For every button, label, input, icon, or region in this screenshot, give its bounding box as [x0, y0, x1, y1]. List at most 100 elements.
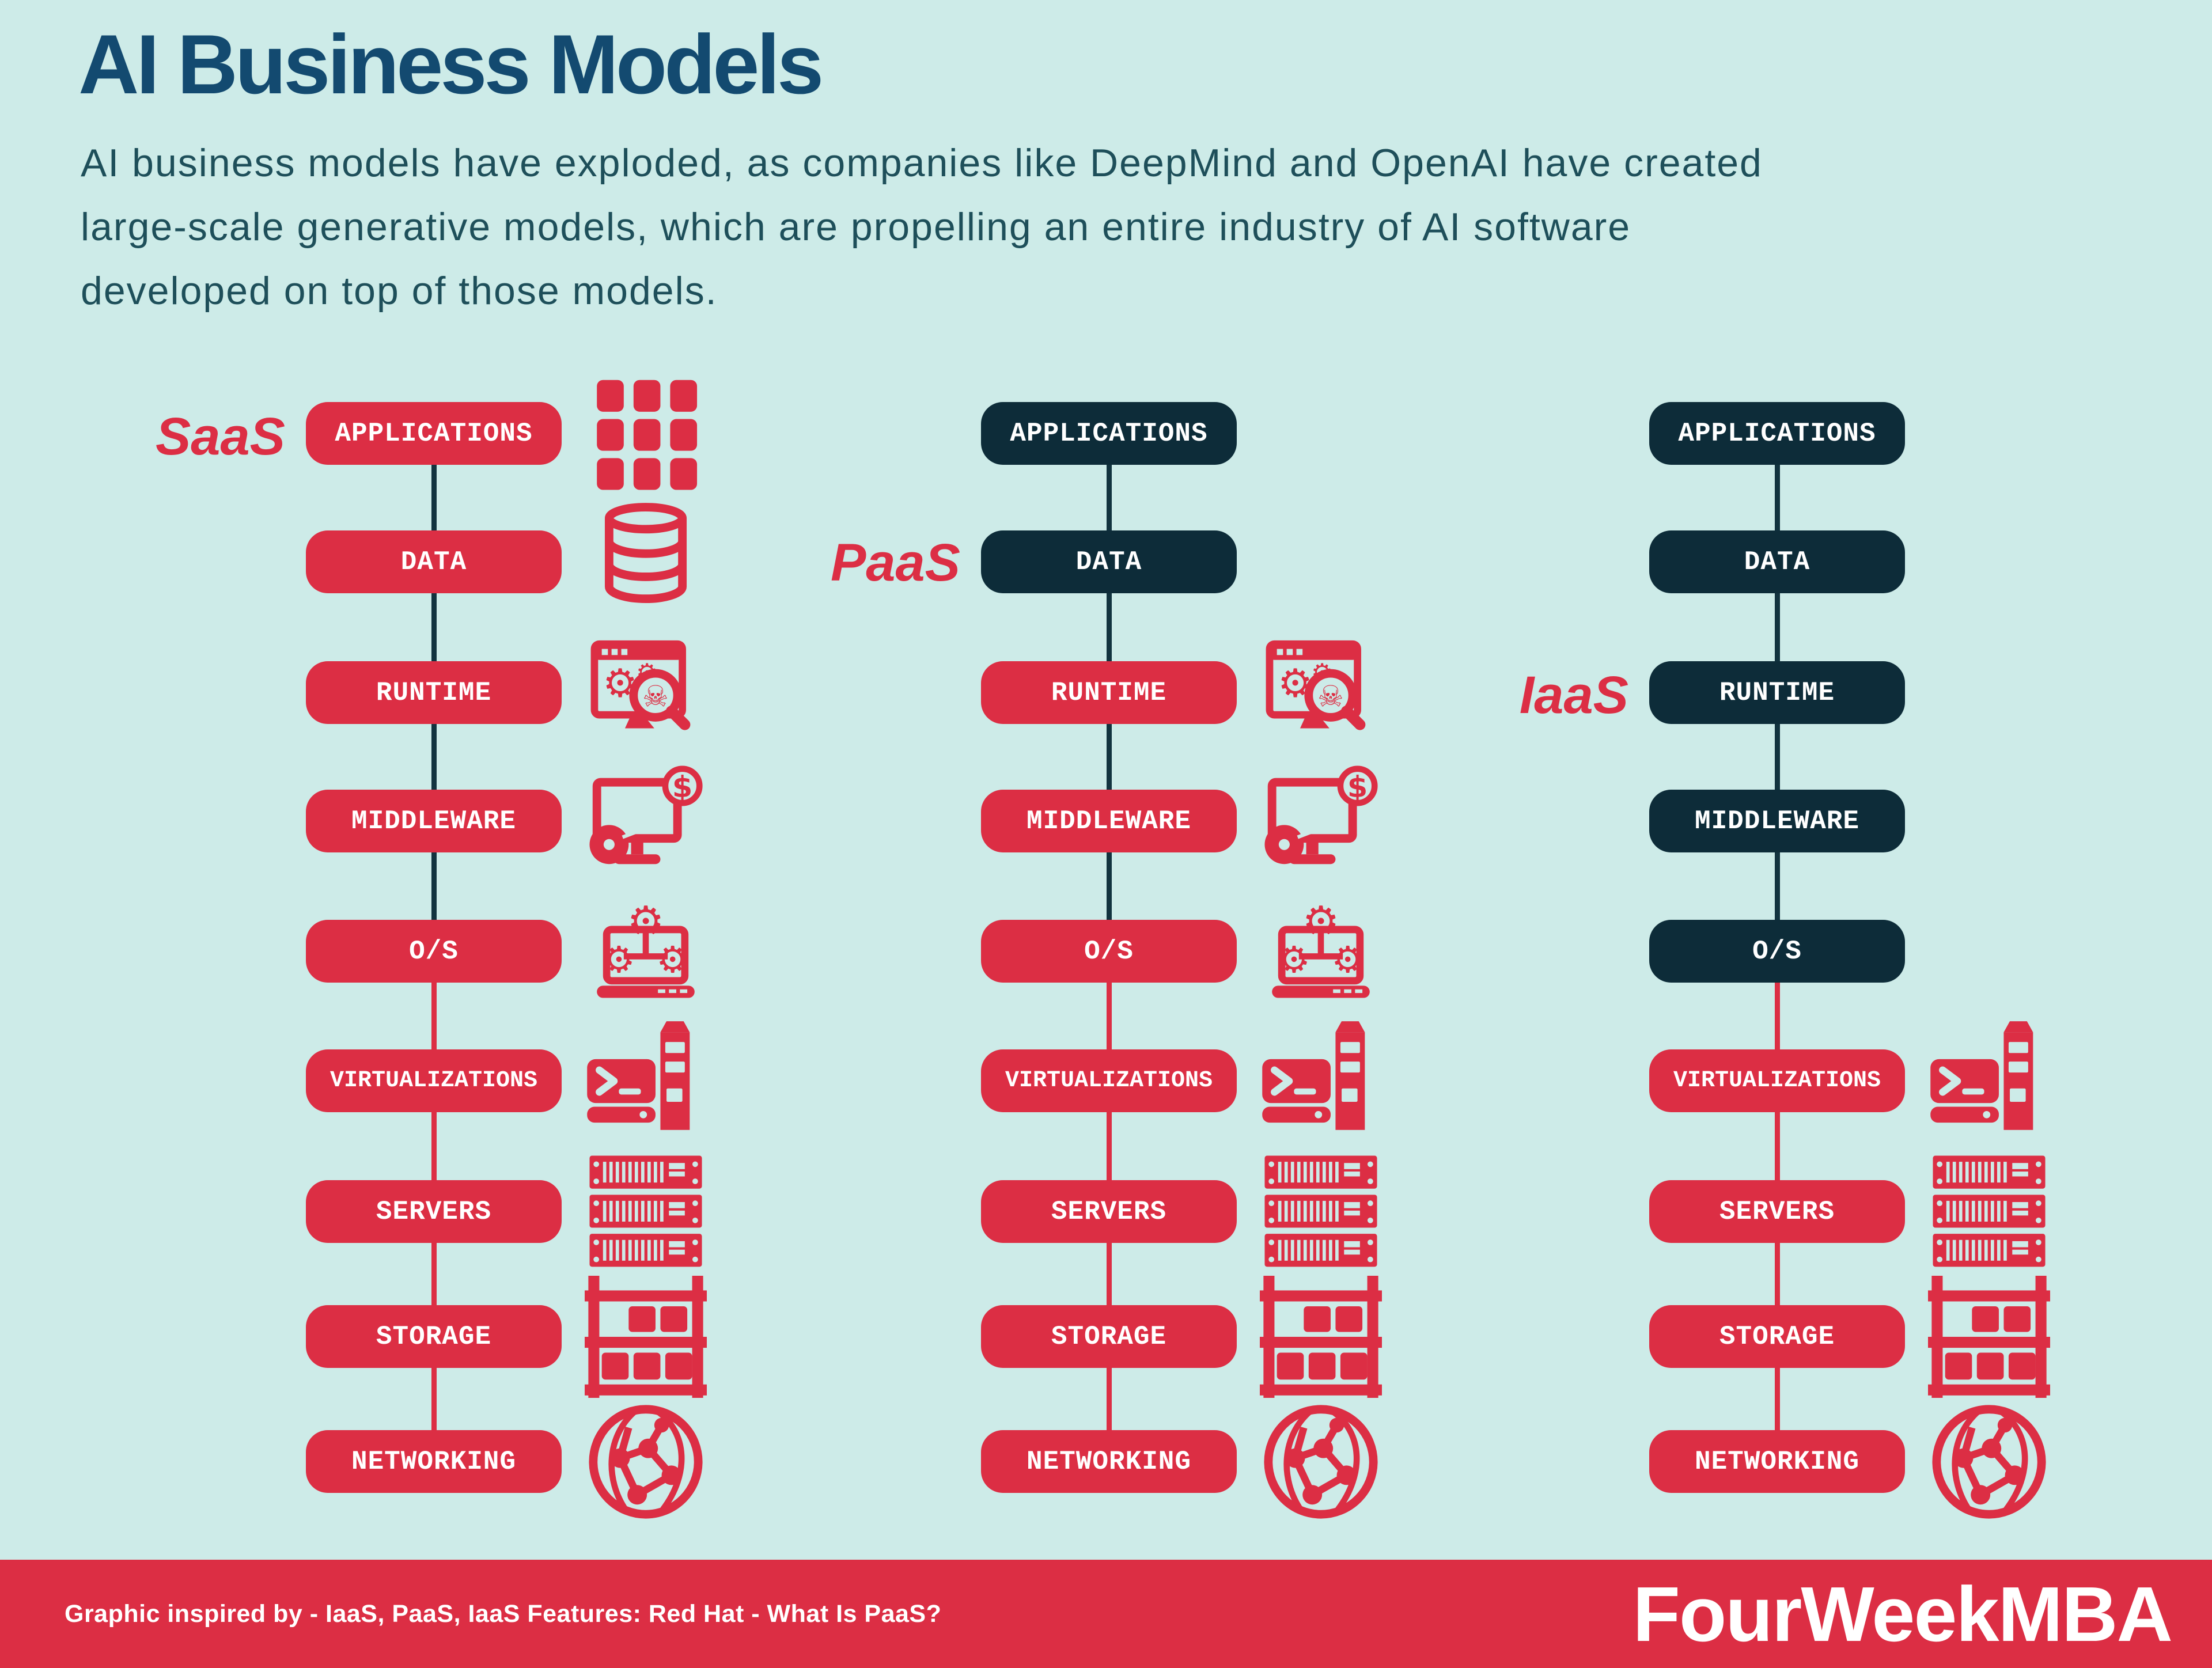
stack-connector	[1106, 722, 1112, 792]
layer-pill-label: MIDDLEWARE	[351, 806, 517, 836]
svg-text:⚙: ⚙	[1278, 938, 1310, 981]
layer-pill-label: MIDDLEWARE	[1694, 806, 1860, 836]
network-globe-icon	[585, 1401, 707, 1523]
stack-label-paas: PaaS	[830, 533, 960, 592]
footer-bar: Graphic inspired by - IaaS, PaaS, IaaS F…	[0, 1560, 2212, 1668]
layer-pill-label: RUNTIME	[1051, 677, 1167, 708]
server-racks-icon	[585, 1151, 707, 1273]
layer-pill-label: NETWORKING	[1026, 1446, 1192, 1477]
layer-pill-o-s: O/S	[981, 920, 1237, 983]
layer-pill-runtime: RUNTIME	[981, 661, 1237, 724]
database-icon	[585, 501, 707, 623]
layer-pill-data: DATA	[306, 530, 562, 593]
layer-pill-middleware: MIDDLEWARE	[1649, 790, 1905, 852]
layer-pill-servers: SERVERS	[306, 1180, 562, 1243]
stack-connector	[1774, 1110, 1780, 1182]
stack-connector	[1106, 463, 1112, 533]
layer-pill-applications: APPLICATIONS	[1649, 402, 1905, 465]
svg-text:⚙: ⚙	[656, 938, 689, 981]
layer-pill-label: VIRTUALIZATIONS	[329, 1068, 538, 1094]
stack-connector	[431, 850, 437, 922]
stack-connector	[1106, 591, 1112, 664]
terminal-tower-icon	[585, 1020, 707, 1142]
terminal-tower-icon	[1928, 1020, 2050, 1142]
storage-shelf-icon	[1928, 1276, 2050, 1398]
stack-connector	[1774, 722, 1780, 792]
stack-connector	[1774, 1241, 1780, 1307]
laptop-gears-icon: ⚙⚙⚙	[585, 890, 707, 1013]
svg-text:$: $	[672, 770, 692, 804]
layer-pill-label: STORAGE	[1719, 1321, 1835, 1352]
svg-text:☠: ☠	[642, 679, 669, 713]
layer-pill-networking: NETWORKING	[306, 1430, 562, 1493]
network-globe-icon	[1260, 1401, 1382, 1523]
stack-connector	[1106, 1241, 1112, 1307]
stack-connector	[431, 1241, 437, 1307]
layer-pill-runtime: RUNTIME	[306, 661, 562, 724]
stack-connector	[1774, 850, 1780, 922]
layer-pill-label: MIDDLEWARE	[1026, 806, 1192, 836]
storage-shelf-icon	[585, 1276, 707, 1398]
stack-connector	[431, 722, 437, 792]
layer-pill-storage: STORAGE	[306, 1305, 562, 1368]
stack-connector	[1774, 980, 1780, 1052]
stack-connector	[1774, 1366, 1780, 1432]
stack-connector	[1106, 1110, 1112, 1182]
layer-pill-label: VIRTUALIZATIONS	[1673, 1068, 1881, 1094]
layer-pill-applications: APPLICATIONS	[306, 402, 562, 465]
stack-connector	[1106, 1366, 1112, 1432]
layer-pill-label: APPLICATIONS	[1010, 418, 1208, 449]
layer-pill-label: SERVERS	[1051, 1196, 1167, 1227]
layer-pill-networking: NETWORKING	[981, 1430, 1237, 1493]
stack-connector	[431, 463, 437, 533]
subtitle-line-1: AI business models have exploded, as com…	[81, 141, 1763, 185]
layer-pill-storage: STORAGE	[981, 1305, 1237, 1368]
layer-pill-o-s: O/S	[306, 920, 562, 983]
layer-pill-label: SERVERS	[1719, 1196, 1835, 1227]
layer-pill-applications: APPLICATIONS	[981, 402, 1237, 465]
layer-pill-servers: SERVERS	[981, 1180, 1237, 1243]
stack-connector	[431, 591, 437, 664]
svg-text:⚙: ⚙	[1302, 897, 1340, 945]
layer-pill-o-s: O/S	[1649, 920, 1905, 983]
layer-pill-label: SERVERS	[376, 1196, 492, 1227]
svg-text:⚙: ⚙	[627, 897, 665, 945]
stack-connector	[1106, 980, 1112, 1052]
page-title: AI Business Models	[78, 17, 824, 111]
monitor-dollar-icon: $	[585, 760, 707, 882]
layer-pill-label: STORAGE	[1051, 1321, 1167, 1352]
layer-pill-label: RUNTIME	[376, 677, 492, 708]
storage-shelf-icon	[1260, 1276, 1382, 1398]
layer-pill-virtualizations: VIRTUALIZATIONS	[1649, 1049, 1905, 1112]
server-racks-icon	[1260, 1151, 1382, 1273]
stack-connector	[1106, 850, 1112, 922]
apps-grid-icon	[585, 373, 707, 495]
layer-pill-label: STORAGE	[376, 1321, 492, 1352]
brand-logo: FourWeekMBA	[1633, 1570, 2173, 1658]
layer-pill-label: O/S	[409, 936, 459, 966]
layer-pill-networking: NETWORKING	[1649, 1430, 1905, 1493]
svg-text:⚙: ⚙	[603, 938, 635, 981]
layer-pill-label: NETWORKING	[351, 1446, 517, 1477]
layer-pill-label: NETWORKING	[1694, 1446, 1860, 1477]
stack-connector	[1774, 463, 1780, 533]
subtitle-line-2: large-scale generative models, which are…	[81, 205, 1631, 249]
svg-text:$: $	[1347, 770, 1368, 804]
layer-pill-servers: SERVERS	[1649, 1180, 1905, 1243]
layer-pill-virtualizations: VIRTUALIZATIONS	[306, 1049, 562, 1112]
layer-pill-data: DATA	[1649, 530, 1905, 593]
credit-text: Graphic inspired by - IaaS, PaaS, IaaS F…	[65, 1599, 942, 1628]
layer-pill-label: O/S	[1752, 936, 1802, 966]
layer-pill-label: APPLICATIONS	[1678, 418, 1876, 449]
layer-pill-label: O/S	[1084, 936, 1134, 966]
stack-connector	[431, 980, 437, 1052]
laptop-gears-icon: ⚙⚙⚙	[1260, 890, 1382, 1013]
svg-text:☠: ☠	[1317, 679, 1344, 713]
stack-connector	[1774, 591, 1780, 664]
layer-pill-runtime: RUNTIME	[1649, 661, 1905, 724]
layer-pill-middleware: MIDDLEWARE	[306, 790, 562, 852]
svg-text:⚙: ⚙	[1331, 938, 1364, 981]
layer-pill-data: DATA	[981, 530, 1237, 593]
layer-pill-label: RUNTIME	[1719, 677, 1835, 708]
